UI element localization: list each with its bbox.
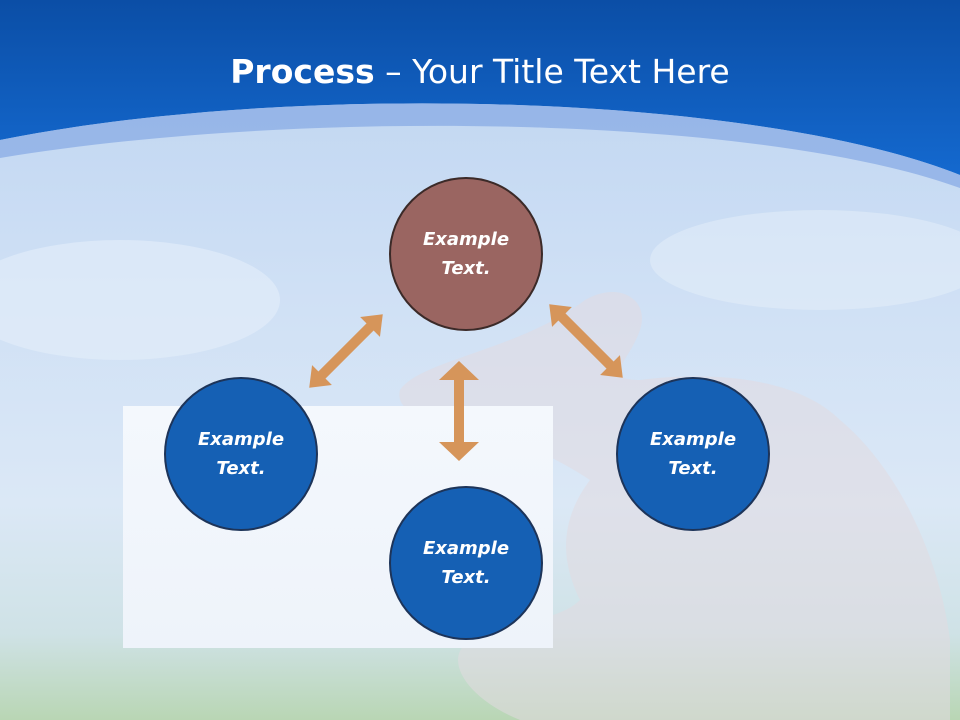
title-rest: Your Title Text Here [412,52,730,91]
node-label: Text. [441,258,491,279]
arrow-top-right [549,304,623,378]
node-label: Example [197,429,285,450]
node-label: Example [649,429,737,450]
node-label: Text. [441,567,491,588]
header-swoosh [0,103,960,188]
title-bold: Process [230,52,375,91]
cloud [650,210,960,310]
header-band [0,0,960,175]
node-label: Example [422,538,510,559]
title-dash: – [374,52,413,91]
node-label: Text. [216,458,266,479]
node-label: Example [422,229,510,250]
arrow-vertical [439,361,479,461]
node-label: Text. [668,458,718,479]
slide-title: Process – Your Title Text Here [0,52,960,91]
arrow-top-left [309,314,383,388]
cloud [0,240,280,360]
